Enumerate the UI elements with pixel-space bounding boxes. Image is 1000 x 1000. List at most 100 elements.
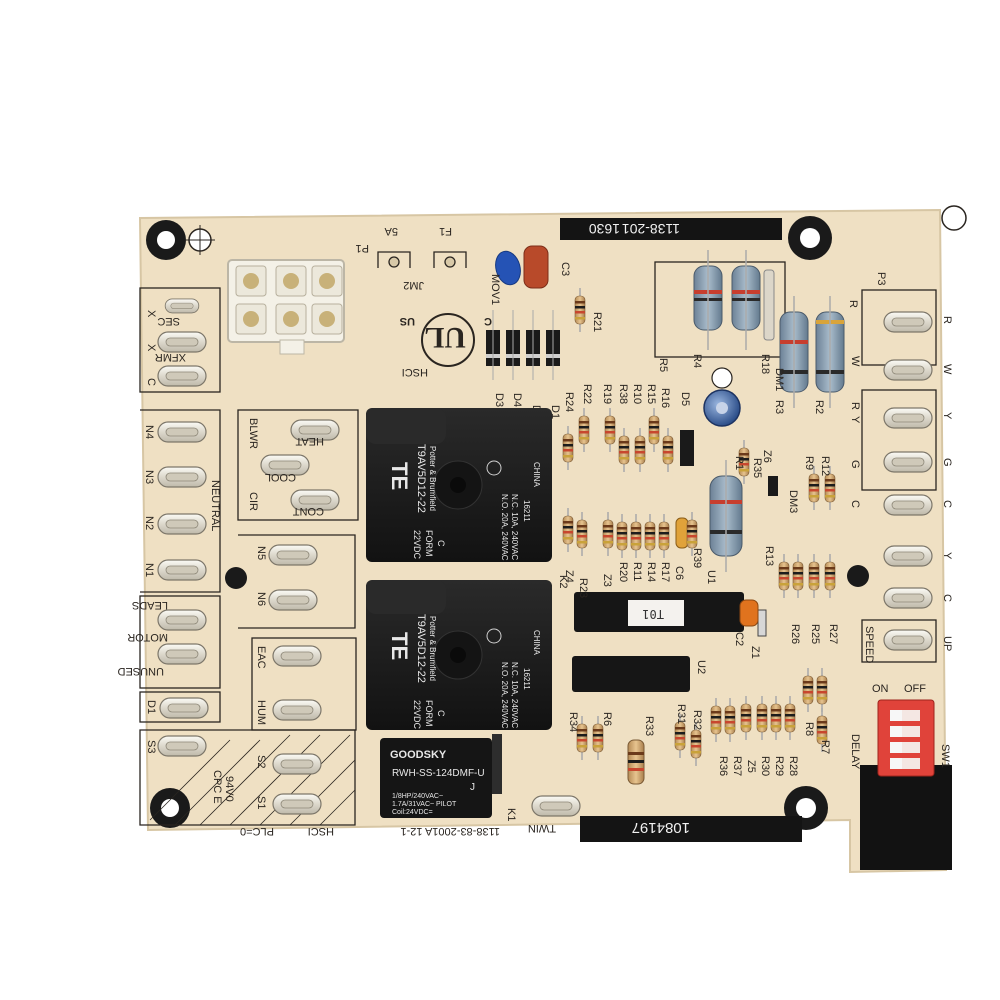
p1-label: P1 bbox=[356, 242, 369, 254]
c2-right-label: C bbox=[849, 500, 861, 508]
relay-k2-form-c: C bbox=[436, 540, 446, 547]
ref-r26: R26 bbox=[789, 624, 801, 644]
mov1-label: MOV1 bbox=[489, 274, 501, 305]
unused-label: UNUSED bbox=[117, 665, 164, 677]
ref-r1: R1 bbox=[733, 456, 745, 470]
silkscreen-outlines bbox=[139, 261, 937, 826]
c3-right-label: C bbox=[941, 594, 953, 602]
part-number-strip-bottom bbox=[580, 816, 802, 842]
jm2-label: JM2 bbox=[403, 279, 424, 291]
plc-label: PLC=0 bbox=[240, 825, 274, 837]
twin-label: TWIN bbox=[528, 822, 556, 834]
goodsky-relay: GOODSKY RWH-SS-124DMF-U J 1/8HP/240VAC~ … bbox=[380, 734, 502, 818]
diode-z1 bbox=[757, 609, 767, 637]
relay-k1: TE T9AV5D12-22 Potter & Brumfield 22VDC … bbox=[366, 580, 552, 730]
s3-label: S3 bbox=[145, 740, 157, 753]
alignment-hole-top bbox=[185, 225, 215, 255]
part-number-bottom: 1084197 bbox=[632, 819, 690, 836]
fuse-f1-label: F1 bbox=[439, 225, 452, 237]
n4-label: N4 bbox=[143, 425, 155, 439]
hsci-bottom: HSCI bbox=[308, 825, 334, 837]
ref-r38: R38 bbox=[617, 384, 629, 404]
ref-r10: R10 bbox=[631, 384, 643, 404]
relay-k2-rating1: N.O. 20A, 240VAC bbox=[500, 494, 509, 561]
w-top-label: W bbox=[849, 356, 861, 367]
delay-dip-switch[interactable] bbox=[877, 699, 935, 777]
ref-r36: R36 bbox=[717, 756, 729, 776]
goodsky-marker: J bbox=[470, 782, 475, 793]
cool-label: COOL bbox=[265, 471, 296, 483]
relay-k1-origin: CHINA bbox=[532, 630, 541, 656]
n5-label: N5 bbox=[255, 546, 267, 560]
r2-right-label: R bbox=[849, 402, 861, 410]
relay-k1-form: FORM bbox=[424, 700, 434, 727]
ref-r9: R9 bbox=[803, 456, 815, 470]
eac-label: EAC bbox=[255, 646, 267, 669]
alignment-hole-right bbox=[941, 205, 967, 231]
ref-r37: R37 bbox=[731, 756, 743, 776]
ref-d5: D5 bbox=[679, 392, 691, 406]
relay-k2-maker: Potter & Brumfield bbox=[428, 446, 437, 511]
y2-label: Y bbox=[941, 552, 953, 560]
ref-z6: Z6 bbox=[761, 450, 773, 463]
resistor-r33 bbox=[627, 739, 645, 785]
blwr-label: BLWR bbox=[247, 418, 259, 449]
ref-r17: R17 bbox=[659, 562, 671, 582]
ref-r27: R27 bbox=[827, 624, 839, 644]
c-label-left: C bbox=[145, 378, 157, 386]
r3-label: R3 bbox=[773, 400, 785, 414]
goodsky-rating2: 1.7A/31VAC~ PILOT bbox=[392, 801, 457, 808]
relay-k2-origin: CHINA bbox=[532, 462, 541, 488]
p3-label: P3 bbox=[875, 272, 887, 285]
w-label: W bbox=[941, 364, 953, 375]
rectifier-diodes bbox=[486, 310, 560, 380]
relay-k2-rating2: N.C. 10A, 240VAC bbox=[510, 494, 519, 560]
p1-connector bbox=[227, 259, 345, 355]
relay-k1-rating2: N.C. 10A, 240VAC bbox=[510, 662, 519, 728]
neutral-label: NEUTRAL bbox=[209, 480, 221, 531]
ref-r22: R22 bbox=[581, 384, 593, 404]
r5-label: R5 bbox=[657, 358, 669, 372]
ref-r33: R33 bbox=[643, 716, 655, 736]
power-resistors bbox=[693, 250, 845, 408]
part-number-top: 1138-201 bbox=[622, 221, 680, 237]
x2-label: X bbox=[145, 344, 157, 352]
ref-r6: R6 bbox=[601, 712, 613, 726]
mounting-hole-bottom-left bbox=[150, 788, 190, 828]
sw1-label: SW1 bbox=[939, 744, 951, 768]
ref-r34: R34 bbox=[567, 712, 579, 732]
relay-k1-code: 16211 bbox=[522, 668, 531, 690]
ref-dm3: DM3 bbox=[787, 490, 799, 513]
mounting-hole-top-left bbox=[146, 220, 186, 260]
ic-u2 bbox=[572, 656, 690, 692]
relay-k2-code: 16211 bbox=[522, 500, 531, 522]
r18-label: R18 bbox=[759, 354, 771, 374]
ref-r16: R16 bbox=[659, 388, 671, 408]
sec-label: SEC bbox=[157, 315, 180, 327]
connector-block bbox=[860, 765, 952, 870]
ref-r12: R12 bbox=[819, 456, 831, 476]
d4-label: D4 bbox=[511, 393, 523, 407]
ref-r24: R24 bbox=[563, 392, 575, 412]
relay-k1-rating1: N.O. 20A, 240VAC bbox=[500, 662, 509, 729]
capacitor-c2 bbox=[739, 599, 759, 627]
chip-label: T01 bbox=[642, 607, 664, 621]
large-resistor-r39 bbox=[709, 460, 743, 572]
resistor-array-mid bbox=[562, 507, 698, 559]
fuse-5a-label: 5A bbox=[384, 225, 398, 237]
alignment-hole-mid bbox=[711, 367, 733, 389]
r4-label: R4 bbox=[691, 354, 703, 368]
ref-r31: R31 bbox=[675, 704, 687, 724]
relay-k1-maker: Potter & Brumfield bbox=[428, 616, 437, 681]
c1-label: C bbox=[941, 500, 953, 508]
relay-k2-coil: 22VDC bbox=[412, 530, 422, 560]
ul-logo: UL bbox=[421, 313, 475, 367]
n6-label: N6 bbox=[255, 592, 267, 606]
ref-r11: R11 bbox=[631, 562, 643, 581]
r1-label: R bbox=[941, 316, 953, 324]
delay-label: DELAY bbox=[849, 734, 861, 770]
x1-label: X bbox=[145, 310, 157, 318]
k1-label: K1 bbox=[505, 808, 517, 821]
ref-r28: R28 bbox=[787, 756, 799, 776]
